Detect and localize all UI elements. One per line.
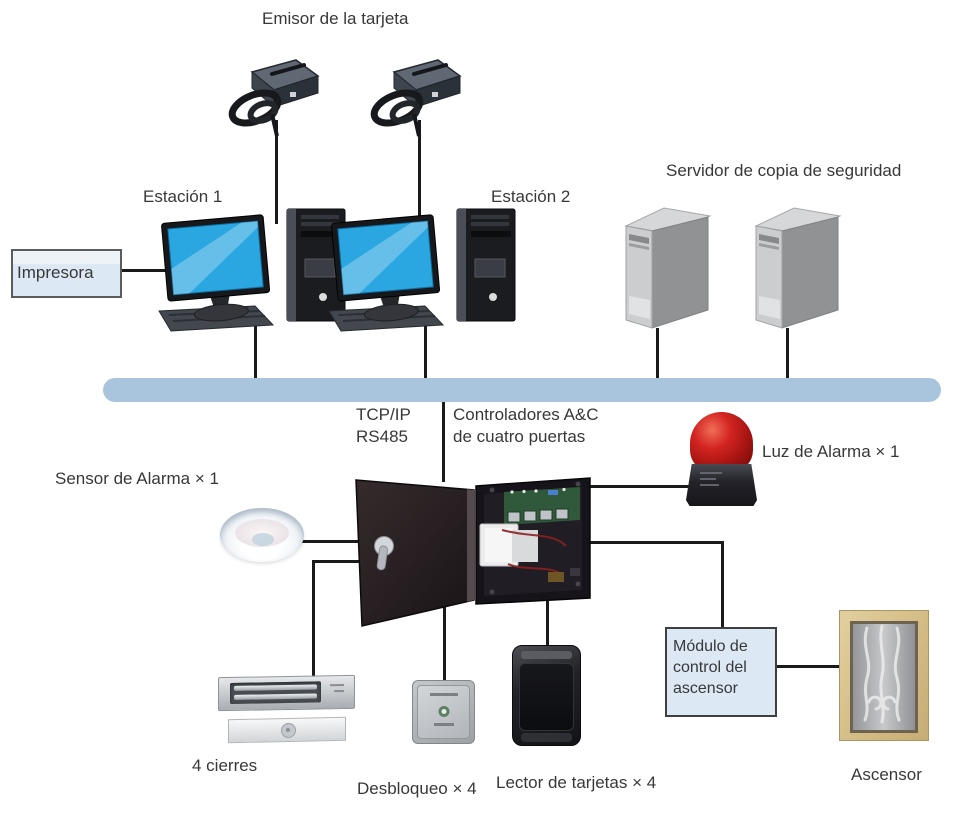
elevator-label: Ascensor <box>851 765 922 784</box>
controller-label-line2: de cuatro puertas <box>453 427 586 446</box>
magnetic-lock-icon <box>216 674 356 744</box>
wire-server2-bus <box>786 328 789 380</box>
controller-label: Controladores A&C de cuatro puertas <box>453 404 599 448</box>
station-1-label: Estación 1 <box>143 187 223 206</box>
protocol-label-line2: RS485 <box>356 427 408 446</box>
access-controller-cabinet-icon <box>352 468 594 630</box>
exit-button-icon <box>412 680 475 744</box>
wire-issuer1-drop <box>275 120 278 224</box>
wire-server1-bus <box>656 328 659 380</box>
maglock-armature-plate <box>228 716 346 744</box>
alarm-sensor-icon <box>220 504 306 564</box>
wire-sensor-controller <box>300 540 364 543</box>
wire-controller-module-v <box>721 541 724 630</box>
backup-server-label: Servidor de copia de seguridad <box>666 161 902 180</box>
elevator-door <box>850 621 918 733</box>
wire-module-elevator <box>775 665 843 668</box>
alarm-base <box>686 464 757 506</box>
station-2-label: Estación 2 <box>491 187 571 206</box>
printer-label: Impresora <box>17 263 94 282</box>
printer-box: Impresora <box>11 249 122 298</box>
wire-controller-lock-v <box>312 560 315 679</box>
wire-controller-alarmlight <box>586 485 690 488</box>
card-reader-gloss <box>521 733 572 742</box>
wire-controller-reader <box>546 599 549 653</box>
card-reader-panel <box>519 663 574 731</box>
wire-bus-controller <box>442 400 445 482</box>
card-issuer-icon <box>364 52 464 140</box>
card-issuer-icon <box>222 52 322 140</box>
wire-issuer2-drop <box>418 120 421 224</box>
unlock-label: Desbloqueo × 4 <box>357 779 477 798</box>
server-tower-icon <box>616 200 716 332</box>
card-reader-label: Lector de tarjetas × 4 <box>496 773 657 792</box>
protocol-label-line1: TCP/IP <box>356 405 411 424</box>
wire-printer-link <box>120 269 208 272</box>
wire-controller-exitbutton <box>443 604 446 684</box>
maglock-body <box>218 674 355 712</box>
server-tower-icon <box>746 200 846 332</box>
wire-station2-bus <box>424 324 427 380</box>
wire-controller-module-h <box>586 541 724 544</box>
controller-label-line1: Controladores A&C <box>453 405 599 424</box>
network-bus <box>103 378 941 402</box>
elevator-module-label-line3: ascensor <box>673 680 738 697</box>
elevator-module-label-line2: control del <box>673 659 747 676</box>
elevator-control-module-box: Módulo de control del ascensor <box>665 627 777 717</box>
exit-button-key-icon <box>438 706 449 717</box>
alarm-light-icon <box>686 412 758 506</box>
alarm-sensor-label: Sensor de Alarma × 1 <box>55 469 219 488</box>
alarm-dome <box>690 412 753 472</box>
sensor-lens <box>252 533 274 546</box>
alarm-light-label: Luz de Alarma × 1 <box>762 442 900 461</box>
card-issuer-label: Emisor de la tarjeta <box>262 9 409 28</box>
elevator-icon <box>839 610 929 741</box>
workstation-icon <box>155 203 351 335</box>
card-reader-led-strip <box>521 651 572 659</box>
wire-controller-lock-h <box>312 560 364 563</box>
card-reader-icon <box>512 645 581 746</box>
locks-label: 4 cierres <box>192 756 258 775</box>
maglock-slot <box>230 681 321 704</box>
workstation-icon <box>325 203 521 335</box>
elevator-module-label-line1: Módulo de <box>673 638 748 655</box>
wire-station1-bus <box>254 324 257 380</box>
protocol-label: TCP/IP RS485 <box>356 404 411 448</box>
